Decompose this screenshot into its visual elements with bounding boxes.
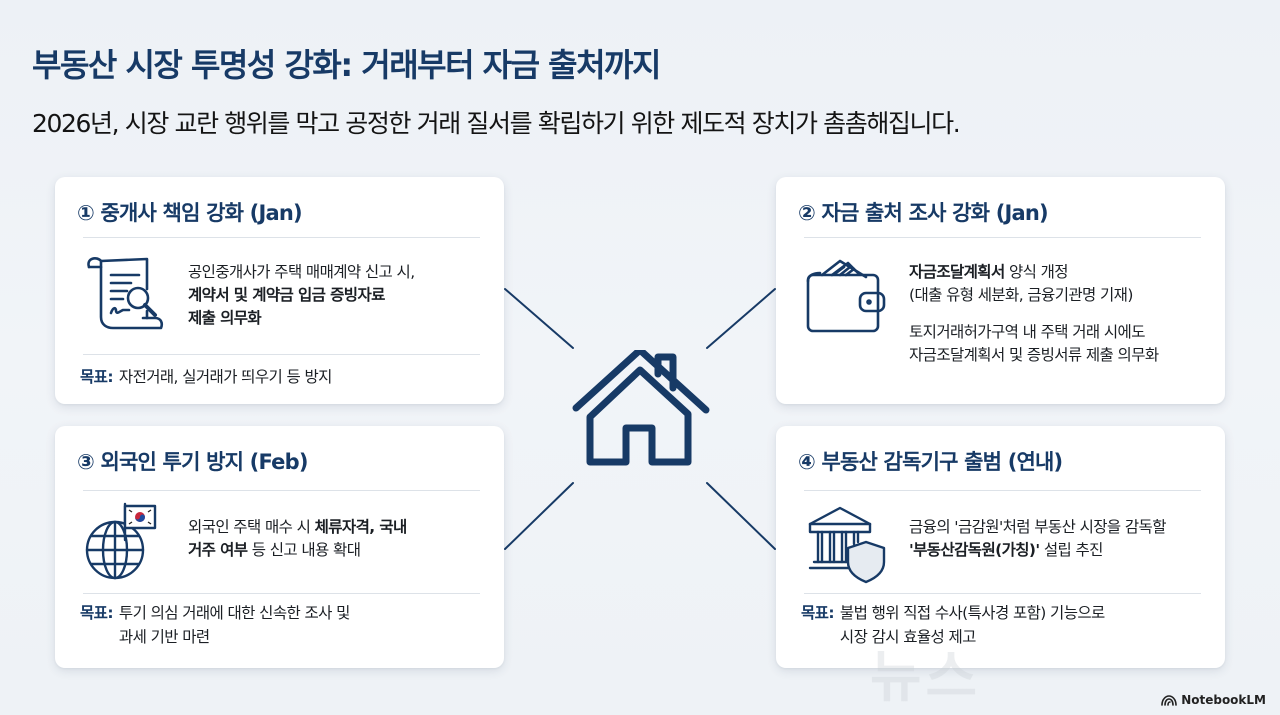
page-subtitle: 2026년, 시장 교란 행위를 막고 공정한 거래 질서를 확립하기 위한 제…: [32, 109, 961, 138]
goal-label: 목표:: [801, 604, 835, 622]
goal-text: 자전거래, 실거래가 띄우기 등 방지: [118, 368, 332, 386]
page-title: 부동산 시장 투명성 강화: 거래부터 자금 출처까지: [32, 46, 661, 84]
divider: [83, 593, 480, 594]
card-title: ① 중개사 책임 강화 (Jan): [77, 201, 303, 225]
document-search-icon: [87, 257, 164, 330]
goal-label: 목표:: [80, 368, 114, 386]
watermark: 뉴스: [870, 645, 982, 710]
notebooklm-brand: NotebookLM: [1161, 693, 1266, 707]
goal-text: 시장 감시 효율성 제고: [839, 628, 977, 646]
card-title: ③ 외국인 투기 방지 (Feb): [77, 450, 308, 474]
card-broker-responsibility: ① 중개사 책임 강화 (Jan) 공인중개사가 주택 매매계약 신고 시, 계…: [55, 177, 504, 404]
card-real-estate-supervisory-agency: ④ 부동산 감독기구 출범 (연내) 금융의 '금감원'처럼 부동산 시장을 감…: [776, 426, 1225, 668]
card-goal: 목표: 투기 의심 거래에 대한 신속한 조사 및 과세 기반 마련: [80, 601, 350, 649]
divider: [83, 354, 480, 355]
card-title: ② 자금 출처 조사 강화 (Jan): [798, 201, 1049, 225]
house-icon: [572, 350, 710, 466]
card-body: 공인중개사가 주택 매매계약 신고 시, 계약서 및 계약금 입금 증빙자료 제…: [188, 263, 415, 327]
globe-flag-icon: [85, 502, 157, 580]
goal-label: 목표:: [80, 604, 114, 622]
wallet-icon: [806, 259, 886, 333]
divider: [804, 237, 1201, 238]
card-body: 외국인 주택 매수 시 체류자격, 국내 거주 여부 등 신고 내용 확대: [188, 518, 407, 559]
card-body: 금융의 '금감원'처럼 부동산 시장을 감독할 '부동산감독원(가칭)' 설립 …: [909, 518, 1166, 559]
divider: [804, 593, 1201, 594]
goal-text: 과세 기반 마련: [118, 628, 210, 646]
notebooklm-logo-icon: [1161, 694, 1177, 706]
divider: [83, 490, 480, 491]
divider: [83, 237, 480, 238]
card-title: ④ 부동산 감독기구 출범 (연내): [798, 450, 1063, 474]
goal-text: 투기 의심 거래에 대한 신속한 조사 및: [118, 604, 350, 622]
brand-label: NotebookLM: [1181, 693, 1266, 707]
card-goal: 목표: 자전거래, 실거래가 띄우기 등 방지: [80, 365, 332, 389]
divider: [804, 490, 1201, 491]
card-foreign-speculation-prevention: ③ 외국인 투기 방지 (Feb) 외국인 주택 매수 시 체류자격, 국내 거…: [55, 426, 504, 668]
card-fund-source-investigation: ② 자금 출처 조사 강화 (Jan) 자금조달계획서 양식 개정 (대출 유형…: [776, 177, 1225, 404]
card-body: 자금조달계획서 양식 개정 (대출 유형 세분화, 금융기관명 기재) 토지거래…: [909, 263, 1159, 364]
card-goal: 목표: 불법 행위 직접 수사(특사경 포함) 기능으로 시장 감시 효율성 제…: [801, 601, 1105, 649]
goal-text: 불법 행위 직접 수사(특사경 포함) 기능으로: [839, 604, 1105, 622]
institution-shield-icon: [808, 506, 886, 584]
